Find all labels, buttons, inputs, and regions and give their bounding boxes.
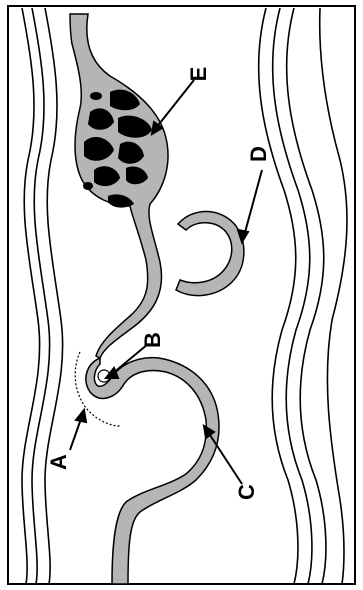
label-c: C xyxy=(234,484,259,500)
label-e: E xyxy=(186,67,211,82)
frame-border xyxy=(8,6,355,584)
label-a: A xyxy=(46,454,71,470)
dark-mass xyxy=(83,182,93,190)
label-d: D xyxy=(246,146,271,162)
dark-mass xyxy=(90,92,102,100)
label-b: B xyxy=(140,332,165,348)
